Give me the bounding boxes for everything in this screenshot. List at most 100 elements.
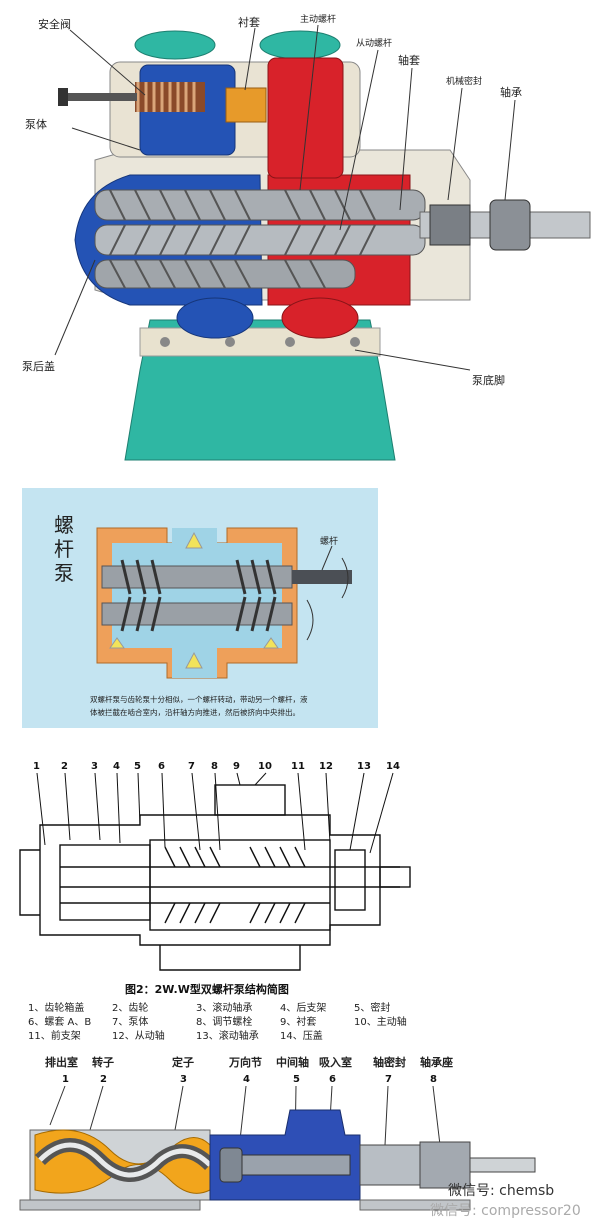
valve-spring-shape: [135, 82, 205, 112]
panel-progressive-cavity-pump: 排出室 转子 定子 万向节 中间轴 吸入室 轴密封 轴承座 1 2 3 4 5 …: [0, 1050, 596, 1220]
callout-number: 4: [113, 761, 120, 772]
label-screw: 螺杆: [320, 535, 338, 547]
watermark: 微信号: chemsb 微信号: compressor20: [430, 1180, 590, 1219]
legend-item: 11、前支架: [28, 1029, 81, 1042]
panel2-title-char-1: 螺: [54, 513, 74, 537]
drive-shaft-shape: [469, 1157, 536, 1173]
legend-item: 14、压盖: [280, 1029, 323, 1042]
callout-number: 3: [91, 761, 98, 772]
legend-item: 4、后支架: [280, 1002, 326, 1014]
part-numbers: 1 2 3 4 5 6 7 8: [62, 1074, 437, 1085]
label-base: 泵底脚: [472, 373, 505, 387]
parts-legend: 1、齿轮箱盖 2、齿轮 3、滚动轴承 4、后支架 5、密封 6、螺套 A、B 7…: [28, 1001, 407, 1042]
callout-number: 2: [61, 761, 68, 772]
label-liner: 衬套: [238, 16, 260, 29]
discharge-port-bottom-shape: [281, 297, 359, 339]
suction-port-shape: [176, 297, 254, 339]
figure-title: 图2：2W.W型双螺杆泵结构简图: [125, 982, 289, 996]
label-bearing: 轴承: [500, 85, 522, 99]
part-number: 6: [329, 1074, 336, 1085]
rotation-arrow-bottom: [306, 599, 314, 641]
panel2-caption-line-2: 体被拦截在啮合室内，沿杆轴方向推进，然后被挤向中央排出。: [90, 707, 300, 717]
callout-number: 1: [33, 761, 40, 772]
label-drive-screw: 主动螺杆: [300, 13, 336, 25]
screw-rotors-shape: [94, 189, 426, 289]
universal-joint-shape: [219, 1147, 243, 1183]
watermark-line-2: 微信号: compressor20: [430, 1203, 581, 1219]
part-number: 8: [430, 1074, 437, 1085]
panel-2ww-structure: 1 2 3 4 5 6 7 8 9 10 11 12 13 14 图2：2W.W…: [0, 755, 430, 1045]
label-rear-cover: 泵后盖: [22, 359, 55, 373]
label-mech-seal: 机械密封: [446, 75, 482, 87]
bolt-head-shape: [58, 88, 68, 106]
part-number: 2: [100, 1074, 107, 1085]
callout-number: 5: [134, 761, 141, 772]
legend-item: 5、密封: [354, 1001, 390, 1014]
callout-number: 7: [188, 761, 195, 772]
label-intermediate-shaft: 中间轴: [276, 1055, 309, 1069]
legend-item: 7、泵体: [112, 1016, 148, 1028]
legend-item: 10、主动轴: [354, 1015, 407, 1028]
label-sleeve: 轴套: [398, 53, 420, 67]
bolt-shape: [285, 337, 295, 347]
legend-item: 13、滚动轴承: [196, 1029, 259, 1042]
label-rotor: 转子: [92, 1055, 114, 1069]
legend-item: 1、齿轮箱盖: [28, 1001, 84, 1014]
label-stator: 定子: [172, 1055, 194, 1069]
label-suction-chamber: 吸入室: [319, 1055, 352, 1069]
part-number: 5: [293, 1074, 300, 1085]
label-pump-body: 泵体: [25, 117, 47, 131]
legend-item: 9、衬套: [280, 1015, 316, 1028]
cap-left-shape: [134, 30, 216, 60]
flow-arrows: [109, 531, 279, 669]
support-foot-shape: [19, 1199, 201, 1211]
rotor-highlight-shape: [38, 1142, 212, 1178]
bolt-shape: [225, 337, 235, 347]
intermediate-shaft-shape: [229, 1154, 351, 1176]
label-universal-joint: 万向节: [228, 1055, 262, 1069]
leader-lines: [54, 24, 516, 371]
callout-number: 11: [291, 761, 305, 772]
legend-item: 8、调节螺栓: [196, 1015, 252, 1028]
callout-number: 8: [211, 761, 218, 772]
part-number: 7: [385, 1074, 392, 1085]
progressive-cavity-pump-illustration: 排出室 转子 定子 万向节 中间轴 吸入室 轴密封 轴承座 1 2 3 4 5 …: [19, 1055, 536, 1211]
callout-lines: [36, 772, 394, 854]
panel2-title-char-3: 泵: [54, 561, 74, 585]
bearing-housing-shape: [419, 1141, 471, 1189]
bolt-shape: [160, 337, 170, 347]
part-labels: 排出室 转子 定子 万向节 中间轴 吸入室 轴密封 轴承座: [45, 1055, 453, 1069]
liner-shape: [225, 87, 267, 123]
bearing-shape: [489, 199, 531, 251]
label-discharge-chamber: 排出室: [45, 1055, 78, 1069]
callout-number: 6: [158, 761, 165, 772]
callout-number: 10: [258, 761, 272, 772]
panel2-title-char-2: 杆: [54, 537, 74, 561]
panel2-caption-line-1: 双螺杆泵与齿轮泵十分相似，一个螺杆转动，带动另一个螺杆，液: [90, 694, 308, 704]
rotation-arrow-top: [341, 557, 349, 599]
three-screw-pump-illustration: 安全阀 衬套 主动螺杆 从动螺杆 轴套 机械密封 轴承 泵体 泵后盖 泵底脚: [22, 13, 591, 461]
legend-item: 3、滚动轴承: [196, 1001, 252, 1014]
discharge-port-shape: [267, 57, 344, 179]
shaft-seal-shape: [359, 1144, 421, 1186]
callout-number: 13: [357, 761, 371, 772]
legend-item: 6、螺套 A、B: [28, 1015, 91, 1028]
support-foot-shape: [359, 1199, 471, 1211]
watermark-line-1: 微信号: chemsb: [448, 1183, 555, 1199]
part-number: 4: [243, 1074, 250, 1085]
part-number: 1: [62, 1074, 69, 1085]
cap-right-shape: [259, 30, 341, 60]
structure-outline: [19, 784, 411, 971]
callout-number: 14: [386, 761, 400, 772]
part-number: 3: [180, 1074, 187, 1085]
panel-three-screw-pump: 安全阀 衬套 主动螺杆 从动螺杆 轴套 机械密封 轴承 泵体 泵后盖 泵底脚: [0, 0, 596, 470]
twin-screw-structure-drawing: 1 2 3 4 5 6 7 8 9 10 11 12 13 14 图2：2W.W…: [19, 761, 411, 1042]
callout-number: 12: [319, 761, 333, 772]
legend-item: 12、从动轴: [112, 1029, 165, 1042]
label-shaft-seal: 轴密封: [373, 1055, 406, 1069]
twin-screws-shape: [101, 559, 293, 632]
mech-seal-shape: [429, 204, 471, 246]
legend-item: 2、齿轮: [112, 1001, 148, 1014]
callout-number: 9: [233, 761, 240, 772]
adjusting-bolt-shape: [62, 93, 137, 101]
